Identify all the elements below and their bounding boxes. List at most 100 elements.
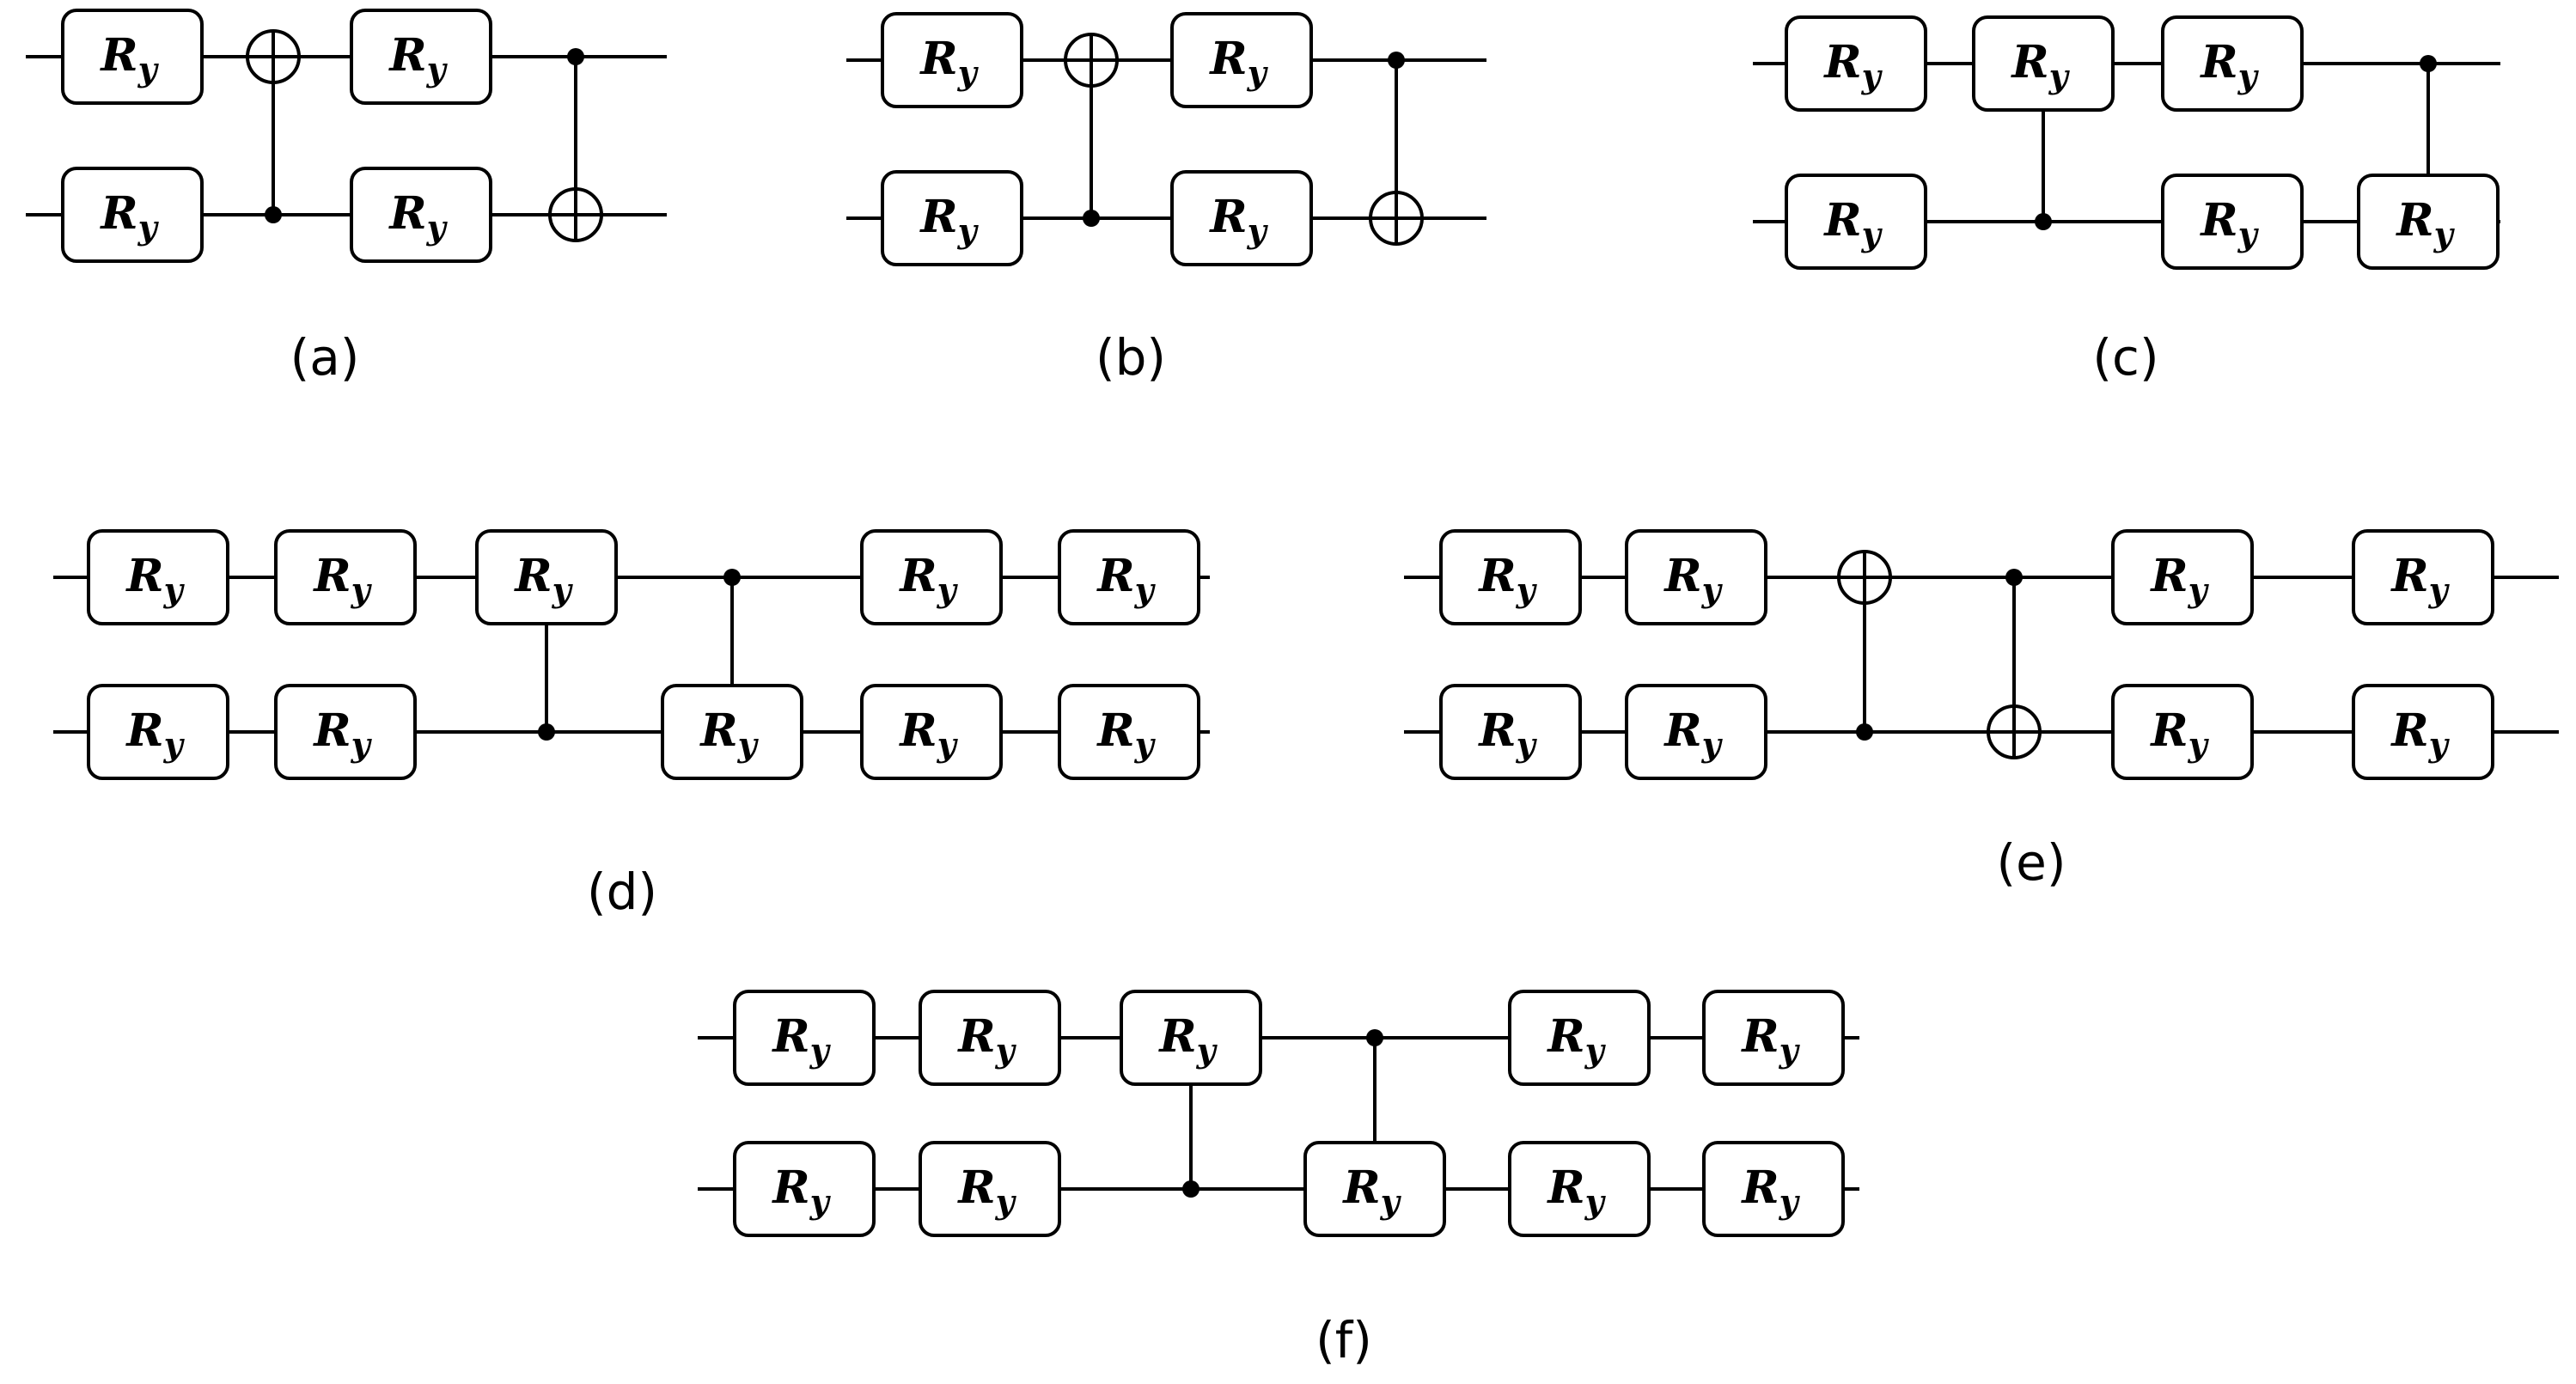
ry-gate-label: Ry bbox=[919, 33, 979, 92]
ry-gate-label: Ry bbox=[2149, 550, 2209, 609]
ry-gate-label: Ry bbox=[513, 550, 573, 609]
panel-caption-c: (c) bbox=[2092, 328, 2158, 387]
panel-caption-f: (f) bbox=[1315, 1311, 1372, 1369]
ry-gate-box bbox=[661, 684, 803, 780]
ry-gate-label: Ry bbox=[956, 1010, 1016, 1070]
ry-gate: Ry bbox=[1120, 990, 1262, 1086]
control-dot bbox=[567, 48, 584, 65]
ry-gate-box bbox=[2357, 174, 2500, 270]
ry-gate-label: Ry bbox=[1546, 1010, 1606, 1070]
ry-gate-label: Ry bbox=[1663, 704, 1723, 764]
ry-gate-box bbox=[350, 9, 492, 105]
ry-gate-label: Ry bbox=[99, 29, 159, 88]
ry-gate-box bbox=[1972, 15, 2115, 112]
ry-gate-box bbox=[1303, 1141, 1446, 1237]
ry-gate-box bbox=[2352, 529, 2494, 625]
ry-gate-label: Ry bbox=[2199, 36, 2259, 95]
ry-gate-label: Ry bbox=[2149, 704, 2209, 764]
ry-gate-box bbox=[87, 684, 229, 780]
ry-gate-box bbox=[1439, 529, 1582, 625]
ry-gate-box bbox=[860, 684, 1003, 780]
ry-gate: Ry bbox=[881, 170, 1023, 266]
ry-gate-box bbox=[1170, 170, 1313, 266]
cnot-target bbox=[1369, 191, 1424, 246]
ry-gate: Ry bbox=[1508, 1141, 1651, 1237]
ry-gate: Ry bbox=[919, 1141, 1061, 1237]
ry-gate-box bbox=[1508, 1141, 1651, 1237]
ry-gate-box bbox=[1120, 990, 1262, 1086]
ry-gate: Ry bbox=[881, 12, 1023, 108]
ry-gate-box bbox=[1702, 1141, 1845, 1237]
control-dot bbox=[265, 206, 282, 223]
control-dot bbox=[1856, 723, 1873, 741]
ry-gate-box bbox=[1508, 990, 1651, 1086]
ry-gate-label: Ry bbox=[1477, 704, 1537, 764]
ry-gate: Ry bbox=[860, 529, 1003, 625]
ry-gate-label: Ry bbox=[1096, 550, 1156, 609]
ry-gate-box bbox=[1058, 529, 1200, 625]
ry-gate-box bbox=[2352, 684, 2494, 780]
panel-caption-b: (b) bbox=[1096, 328, 1166, 387]
ry-gate: Ry bbox=[733, 1141, 876, 1237]
ry-gate: Ry bbox=[2357, 174, 2500, 270]
ry-gate: Ry bbox=[87, 684, 229, 780]
ry-gate-box bbox=[2161, 174, 2304, 270]
panel-caption-d: (d) bbox=[587, 863, 657, 921]
ry-gate-label: Ry bbox=[2390, 550, 2450, 609]
ry-gate-label: Ry bbox=[312, 550, 372, 609]
ry-gate: Ry bbox=[860, 684, 1003, 780]
ry-gate: Ry bbox=[1170, 12, 1313, 108]
ry-gate-label: Ry bbox=[1157, 1010, 1218, 1070]
ry-gate: Ry bbox=[61, 9, 204, 105]
ry-gate-box bbox=[1058, 684, 1200, 780]
ry-gate-label: Ry bbox=[771, 1161, 831, 1221]
ry-gate: Ry bbox=[1058, 529, 1200, 625]
ry-gate-label: Ry bbox=[1208, 191, 1268, 250]
ry-gate: Ry bbox=[87, 529, 229, 625]
ry-gate-label: Ry bbox=[771, 1010, 831, 1070]
ry-gate-label: Ry bbox=[699, 704, 759, 764]
control-dot bbox=[538, 723, 555, 741]
ry-gate-box bbox=[274, 684, 417, 780]
ry-gate-box bbox=[61, 9, 204, 105]
ry-gate-box bbox=[1702, 990, 1845, 1086]
ry-gate: Ry bbox=[1625, 529, 1767, 625]
ry-gate: Ry bbox=[274, 529, 417, 625]
ry-gate: Ry bbox=[1625, 684, 1767, 780]
ry-gate-box bbox=[475, 529, 618, 625]
ry-gate-label: Ry bbox=[99, 187, 159, 247]
ry-gate: Ry bbox=[661, 684, 803, 780]
ry-gate-box bbox=[1785, 174, 1927, 270]
control-dot bbox=[723, 569, 741, 586]
ry-gate: Ry bbox=[1972, 15, 2115, 112]
ry-gate-label: Ry bbox=[388, 187, 448, 247]
ry-gate-box bbox=[61, 167, 204, 263]
ry-gate: Ry bbox=[2352, 684, 2494, 780]
ry-gate-label: Ry bbox=[125, 550, 185, 609]
cnot-target bbox=[1987, 704, 2042, 759]
control-dot bbox=[1182, 1180, 1199, 1198]
ry-gate-box bbox=[1439, 684, 1582, 780]
ry-gate-label: Ry bbox=[125, 704, 185, 764]
ry-gate: Ry bbox=[1303, 1141, 1446, 1237]
ry-gate-box bbox=[87, 529, 229, 625]
ry-gate: Ry bbox=[919, 990, 1061, 1086]
ry-gate: Ry bbox=[1785, 15, 1927, 112]
control-dot bbox=[2420, 55, 2437, 72]
cnot-target bbox=[1064, 33, 1119, 88]
control-dot bbox=[1388, 52, 1405, 69]
control-dot bbox=[1083, 210, 1100, 227]
ry-gate-label: Ry bbox=[1822, 36, 1883, 95]
ry-gate: Ry bbox=[350, 9, 492, 105]
ry-gate: Ry bbox=[1439, 529, 1582, 625]
panel-caption-a: (a) bbox=[290, 328, 360, 387]
ry-gate-label: Ry bbox=[2395, 194, 2455, 253]
ry-gate: Ry bbox=[2352, 529, 2494, 625]
ry-gate-box bbox=[919, 1141, 1061, 1237]
ry-gate-label: Ry bbox=[919, 191, 979, 250]
ry-gate-box bbox=[1625, 684, 1767, 780]
ry-gate-label: Ry bbox=[312, 704, 372, 764]
